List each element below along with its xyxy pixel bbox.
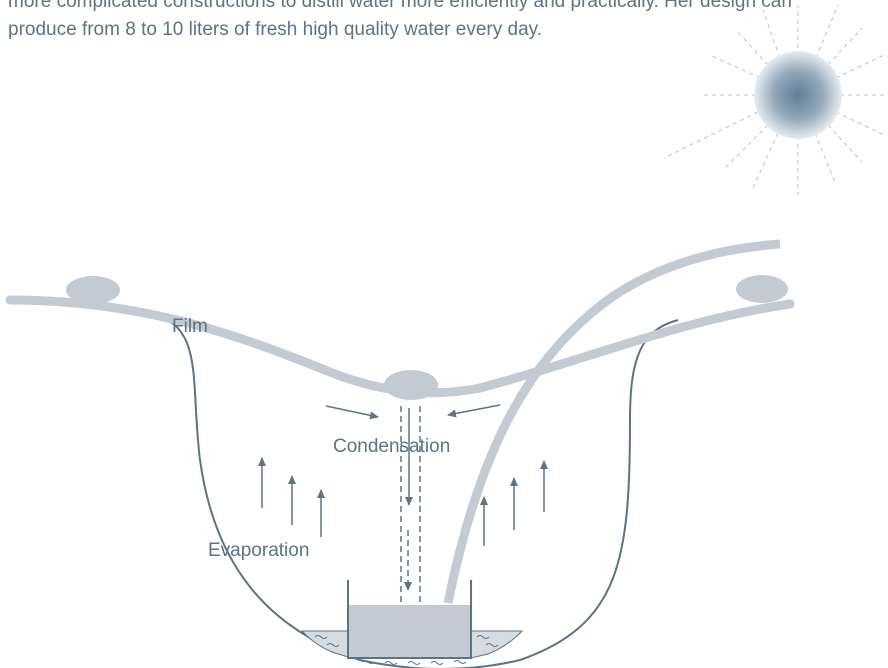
drip-lines — [400, 406, 421, 604]
sun-rays — [663, 4, 888, 195]
container-water — [349, 605, 471, 658]
pit-outline — [149, 313, 679, 668]
intro-line-1: more complicated constructions to distil… — [8, 0, 792, 12]
sun-disc — [754, 51, 842, 139]
film-label: Film — [172, 316, 208, 337]
intro-paragraph: more complicated constructions to distil… — [0, 0, 888, 44]
sun — [663, 4, 888, 195]
container-walls — [347, 580, 472, 659]
ground-water — [300, 630, 524, 665]
stone-left — [66, 276, 120, 304]
stone-center — [384, 370, 438, 400]
ground-water-left — [300, 630, 349, 658]
drinking-tube — [443, 239, 781, 604]
condensation-label: Condensation — [333, 436, 450, 457]
water-ripples — [314, 635, 499, 665]
evaporation-label: Evaporation — [208, 540, 309, 561]
intro-line-2: produce from 8 to 10 liters of fresh hig… — [8, 19, 543, 40]
stone-right — [736, 275, 788, 303]
evaporation-arrows-left — [258, 457, 325, 537]
evaporation-arrows-right — [480, 460, 548, 546]
ground-water-right — [470, 630, 524, 659]
collection-container — [347, 580, 472, 659]
condensation-arrows — [325, 404, 501, 420]
inward-arrow-right — [447, 404, 501, 418]
inward-arrow-left — [325, 405, 379, 420]
